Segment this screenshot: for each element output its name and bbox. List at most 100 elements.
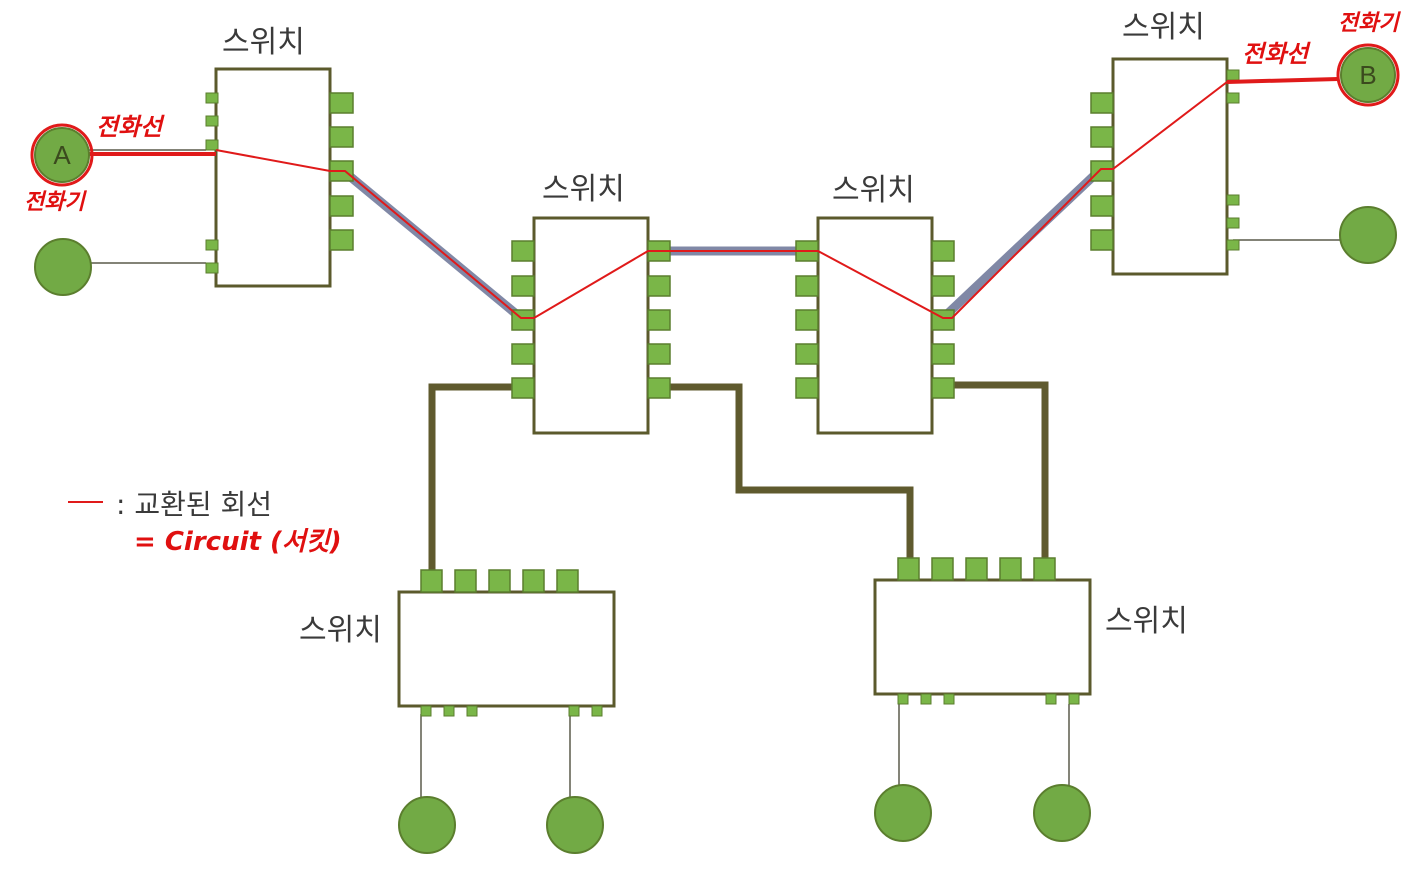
phone-a-node <box>34 127 90 183</box>
port <box>522 569 545 593</box>
phone-line-b <box>1226 77 1339 84</box>
legend-text: : 교환된 회선 <box>116 488 272 521</box>
port <box>488 569 511 593</box>
terminal-node-left <box>34 238 92 296</box>
port <box>1226 69 1240 81</box>
port <box>647 275 671 297</box>
trunk-midright-to-bottomright <box>943 381 1049 562</box>
terminal-node-br-1 <box>874 784 932 842</box>
trunk-midleft-to-bottomright <box>660 383 914 562</box>
trunk-lines <box>428 381 1049 570</box>
switch-box-bottom-left <box>397 590 616 708</box>
port <box>647 309 671 331</box>
port <box>443 705 455 717</box>
port <box>205 92 219 104</box>
switch-box-top-left <box>214 67 332 288</box>
handwritten-annotations: 전화선 전화기 전화선 전화기 <box>24 11 1401 215</box>
ports-top-right <box>1090 69 1240 251</box>
terminal-node-bl-2 <box>546 796 604 854</box>
port <box>454 569 477 593</box>
port <box>466 705 478 717</box>
ports-top-left <box>205 92 354 274</box>
phone-a-letter: A <box>53 140 71 170</box>
switch-label-bottom-left: 스위치 <box>299 613 382 648</box>
port <box>931 240 955 262</box>
port <box>329 195 354 217</box>
port <box>943 693 955 705</box>
switch-label-bottom-right: 스위치 <box>1105 604 1188 639</box>
port <box>1226 92 1240 104</box>
port <box>795 377 819 399</box>
port <box>205 239 219 251</box>
port <box>965 557 988 581</box>
port <box>591 705 603 717</box>
port <box>1045 693 1057 705</box>
switch-label-top-right: 스위치 <box>1122 10 1205 45</box>
port <box>511 240 535 262</box>
port <box>329 229 354 251</box>
port <box>795 309 819 331</box>
terminal-node-bl-1 <box>398 796 456 854</box>
port <box>1090 92 1114 114</box>
switch-label-mid-left: 스위치 <box>542 172 625 207</box>
port <box>420 569 443 593</box>
port <box>511 343 535 365</box>
switch-box-top-right <box>1111 57 1229 276</box>
port <box>205 139 219 151</box>
port <box>647 343 671 365</box>
switch-boxes <box>214 57 1229 708</box>
port <box>795 275 819 297</box>
legend: : 교환된 회선 = Circuit (서킷) <box>68 488 342 557</box>
port <box>931 275 955 297</box>
trunk-midleft-to-bottomleft <box>428 383 521 570</box>
port <box>1090 229 1114 251</box>
port <box>647 377 671 399</box>
port <box>1226 239 1240 251</box>
port <box>1226 217 1240 229</box>
port <box>1090 126 1114 148</box>
port <box>420 705 432 717</box>
annotation-phone-left: 전화기 <box>24 190 87 215</box>
legend-note: = Circuit (서킷) <box>134 527 342 557</box>
switch-box-mid-right <box>816 216 934 435</box>
port <box>556 569 579 593</box>
ports-bottom-left <box>420 569 603 717</box>
annotation-phone-right: 전화기 <box>1338 11 1401 36</box>
phone-b-letter: B <box>1359 60 1376 90</box>
port <box>931 377 955 399</box>
port <box>795 343 819 365</box>
ports-mid-right <box>795 240 955 399</box>
port <box>920 693 932 705</box>
annotation-phone-line-right: 전화선 <box>1242 40 1311 68</box>
terminal-node-right <box>1339 206 1397 264</box>
port <box>1090 195 1114 217</box>
port <box>329 92 354 114</box>
phone-b-node <box>1340 47 1396 103</box>
port <box>1033 557 1056 581</box>
terminal-node-br-2 <box>1033 784 1091 842</box>
port <box>1090 160 1114 182</box>
switch-box-bottom-right <box>873 578 1092 696</box>
link-midright-to-topright <box>939 165 1105 322</box>
port <box>999 557 1022 581</box>
switch-box-mid-left <box>532 216 650 435</box>
port <box>897 693 909 705</box>
phone-b-red-ring <box>1336 43 1400 107</box>
circuit-path <box>88 77 1339 319</box>
highlighted-links <box>338 165 1105 322</box>
ports-bottom-right <box>897 557 1080 705</box>
switch-label-top-left: 스위치 <box>222 25 305 60</box>
switch-labels: 스위치 스위치 스위치 스위치 스위치 스위치 <box>222 10 1205 648</box>
access-lines <box>88 149 1342 800</box>
endpoint-nodes: A B <box>30 43 1400 854</box>
switch-label-mid-right: 스위치 <box>832 173 915 208</box>
port <box>931 343 955 365</box>
port <box>205 115 219 127</box>
port <box>511 377 535 399</box>
circuit-route <box>215 81 1240 319</box>
port <box>1226 194 1240 206</box>
port <box>329 126 354 148</box>
phone-a-red-ring <box>30 123 94 187</box>
port <box>931 557 954 581</box>
